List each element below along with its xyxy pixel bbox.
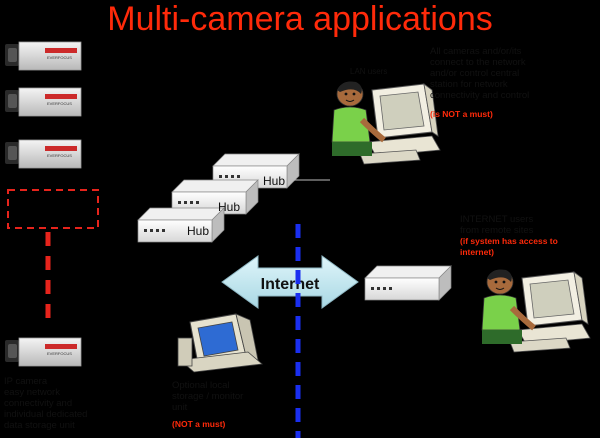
lan-note-line: connect to the network <box>430 57 526 68</box>
camera-note-line: data storage unit <box>4 420 75 431</box>
camera-note-line: easy network <box>4 387 60 398</box>
hub-label: Hub <box>218 200 240 214</box>
ip-camera-icon <box>4 41 82 71</box>
camera-note-line: individual dedicated <box>4 409 88 420</box>
lan-note: All cameras and/or/its connect to the ne… <box>430 46 595 120</box>
lan-note-line: All cameras and/or/its <box>430 46 522 57</box>
lan-note-warning: (is NOT a must) <box>430 109 493 119</box>
internet-arrow <box>221 255 359 309</box>
storage-note-line: unit <box>172 402 188 413</box>
lan-note-line: and/or control central <box>430 68 520 79</box>
ip-camera-icon <box>4 139 82 169</box>
camera-note-line: connectivity and <box>4 398 73 409</box>
ip-camera-icon <box>4 337 82 367</box>
storage-note-line: Optional local <box>172 380 230 391</box>
internet-users-line: INTERNET users <box>460 214 534 225</box>
lan-note-line: station for network <box>430 79 508 90</box>
camera-note: IP camera easy network connectivity and … <box>4 376 144 431</box>
page-title: Multi-camera applications <box>107 0 493 38</box>
internet-users-warning: internet) <box>460 247 494 257</box>
internet-users-line: from remote sites <box>460 225 534 236</box>
camera-note-line: IP camera <box>4 376 48 387</box>
hub-stack <box>137 153 300 243</box>
storage-note: Optional local storage / monitor unit (N… <box>172 380 292 430</box>
dashed-camera-slot <box>7 189 99 229</box>
hub-icon <box>137 207 225 243</box>
storage-note-line: storage / monitor <box>172 391 244 402</box>
internet-users-warning: (if system has access to <box>460 236 558 246</box>
hub-label: Hub <box>187 224 209 238</box>
storage-note-warning: (NOT a must) <box>172 419 226 429</box>
lan-user-icon <box>332 82 440 164</box>
lan-note-line: connectivity and control <box>430 90 530 101</box>
ip-camera-icon <box>4 87 82 117</box>
internet-user-icon <box>482 270 590 352</box>
lan-users-label: LAN users <box>350 67 388 76</box>
modem-icon <box>364 265 452 301</box>
internet-label: Internet <box>261 276 320 293</box>
internet-users-note: INTERNET users from remote sites (if sys… <box>460 214 600 258</box>
hub-label: Hub <box>263 174 285 188</box>
storage-monitor-icon <box>177 313 263 373</box>
